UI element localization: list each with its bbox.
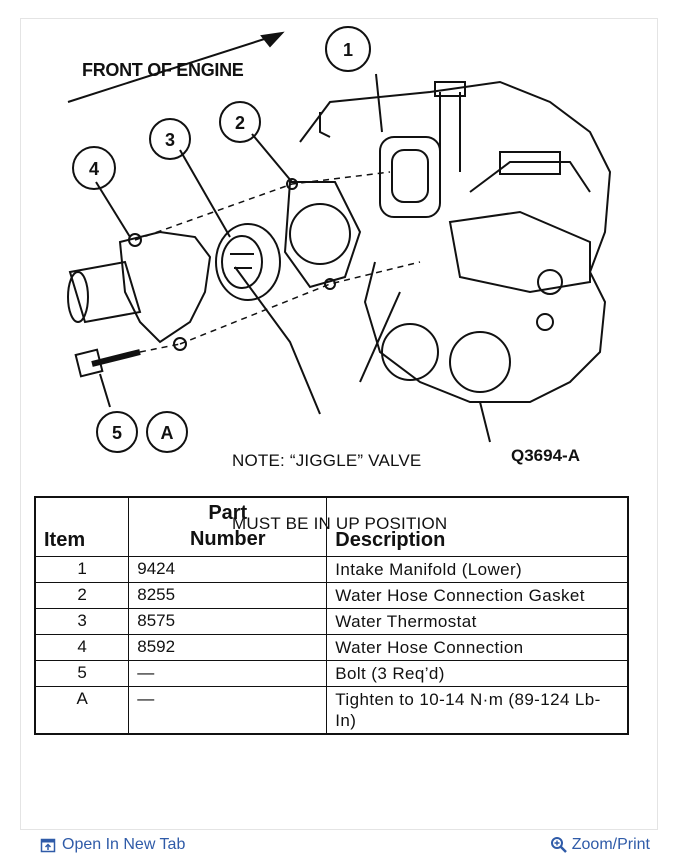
diagram-drawing: 1 2 3 4 5 A <box>67 26 612 453</box>
table-header-row: Item Part Number Description <box>34 496 629 557</box>
zoom-print-link[interactable]: Zoom/Print <box>550 836 650 854</box>
image-footer: Open In New Tab Zoom/Print <box>20 830 658 860</box>
row-part-number: — <box>128 686 328 735</box>
gasket-hole-top <box>286 178 298 190</box>
leader-4 <box>95 181 131 238</box>
row-part-number: 8255 <box>128 582 328 609</box>
callout-4: 4 <box>89 159 99 179</box>
figure-code: Q3694-A <box>511 446 580 465</box>
top-pipe <box>439 92 461 172</box>
leader-5 <box>99 373 111 408</box>
row-description: Water Thermostat <box>326 608 629 635</box>
thermostat-spring <box>230 253 254 269</box>
lower-port-2 <box>449 331 511 393</box>
sensor-port <box>537 269 563 295</box>
row-description: Water Hose Connection Gasket <box>326 582 629 609</box>
manifold-port-inner <box>391 149 429 203</box>
gasket-outline <box>283 181 362 289</box>
callout-5-circle <box>96 411 138 453</box>
thermostat-body <box>221 235 263 289</box>
thermostat-diagram: 1 2 3 4 5 A <box>30 22 640 482</box>
table-row: 5 — Bolt (3 Req’d) <box>34 660 629 687</box>
leader-1 <box>375 73 383 133</box>
callout-A: A <box>161 423 174 443</box>
row-item: 2 <box>34 582 130 609</box>
row-item: 4 <box>34 634 130 661</box>
manifold-port <box>379 136 441 218</box>
bolt-head <box>74 348 104 378</box>
row-description: Intake Manifold (Lower) <box>326 556 629 583</box>
alignment-lines <box>134 171 421 353</box>
hose-connection-body <box>118 230 212 344</box>
row-description: Tighten to 10-14 N·m (89-124 Lb-In) <box>326 686 629 735</box>
leader-3 <box>179 149 231 238</box>
row-description: Bolt (3 Req’d) <box>326 660 629 687</box>
front-arrow-head <box>260 31 285 48</box>
row-part-number: 9424 <box>128 556 328 583</box>
header-part-number: Part Number <box>128 496 328 557</box>
gasket-hole-bottom <box>324 278 336 290</box>
sensor-housing <box>448 210 591 294</box>
gasket-opening <box>289 203 351 265</box>
open-new-tab-icon <box>40 838 56 853</box>
magnifier-icon <box>550 837 567 853</box>
connector-top <box>469 161 591 193</box>
callout-4-circle <box>72 146 116 190</box>
engine-block-outline <box>299 80 612 403</box>
leader-2 <box>251 133 293 183</box>
callout-A-circle <box>146 411 188 453</box>
callout-1-circle <box>325 26 371 72</box>
callout-3-circle <box>149 118 191 160</box>
block-edge-2 <box>479 401 491 443</box>
table-row: 3 8575 Water Thermostat <box>34 608 629 635</box>
row-item: 1 <box>34 556 130 583</box>
callout-1: 1 <box>343 40 353 60</box>
table-row: 1 9424 Intake Manifold (Lower) <box>34 556 629 583</box>
block-edge <box>359 291 401 383</box>
note-line-1: NOTE: “JIGGLE” VALVE <box>232 451 422 470</box>
hose-ear-bottom <box>173 337 187 351</box>
connector <box>499 151 561 175</box>
zoom-print-label: Zoom/Print <box>571 836 650 853</box>
open-in-new-tab-link[interactable]: Open In New Tab <box>40 836 185 854</box>
lower-bolt-hole <box>536 313 554 331</box>
row-description: Water Hose Connection <box>326 634 629 661</box>
row-item: 3 <box>34 608 130 635</box>
open-in-new-tab-label: Open In New Tab <box>62 836 186 853</box>
top-pipe-cap <box>434 81 466 97</box>
table-row: 4 8592 Water Hose Connection <box>34 634 629 661</box>
row-item: A <box>34 686 130 735</box>
header-item: Item <box>34 496 130 557</box>
row-part-number: 8575 <box>128 608 328 635</box>
header-part-line2: Number <box>189 528 266 550</box>
front-arrow-line <box>67 33 281 103</box>
thermostat-flange <box>215 223 281 301</box>
callout-2: 2 <box>235 113 245 133</box>
front-of-engine-label: FRONT OF ENGINE <box>82 60 244 80</box>
table-row: A — Tighten to 10-14 N·m (89-124 Lb-In) <box>34 686 629 735</box>
header-description: Description <box>326 496 629 557</box>
table-row: 2 8255 Water Hose Connection Gasket <box>34 582 629 609</box>
stud <box>319 112 331 138</box>
parts-table: Item Part Number Description 1 9424 Inta… <box>34 496 629 735</box>
header-part-line1: Part <box>208 502 248 524</box>
callout-2-circle <box>219 101 261 143</box>
callout-5: 5 <box>112 423 122 443</box>
row-part-number: — <box>128 660 328 687</box>
hose-ear-top <box>128 233 142 247</box>
row-part-number: 8592 <box>128 634 328 661</box>
hose-outlet-end <box>67 271 89 323</box>
row-item: 5 <box>34 660 130 687</box>
hose-outlet <box>68 260 142 324</box>
callout-3: 3 <box>165 130 175 150</box>
leader-note <box>234 266 321 415</box>
lower-port-1 <box>381 323 439 381</box>
